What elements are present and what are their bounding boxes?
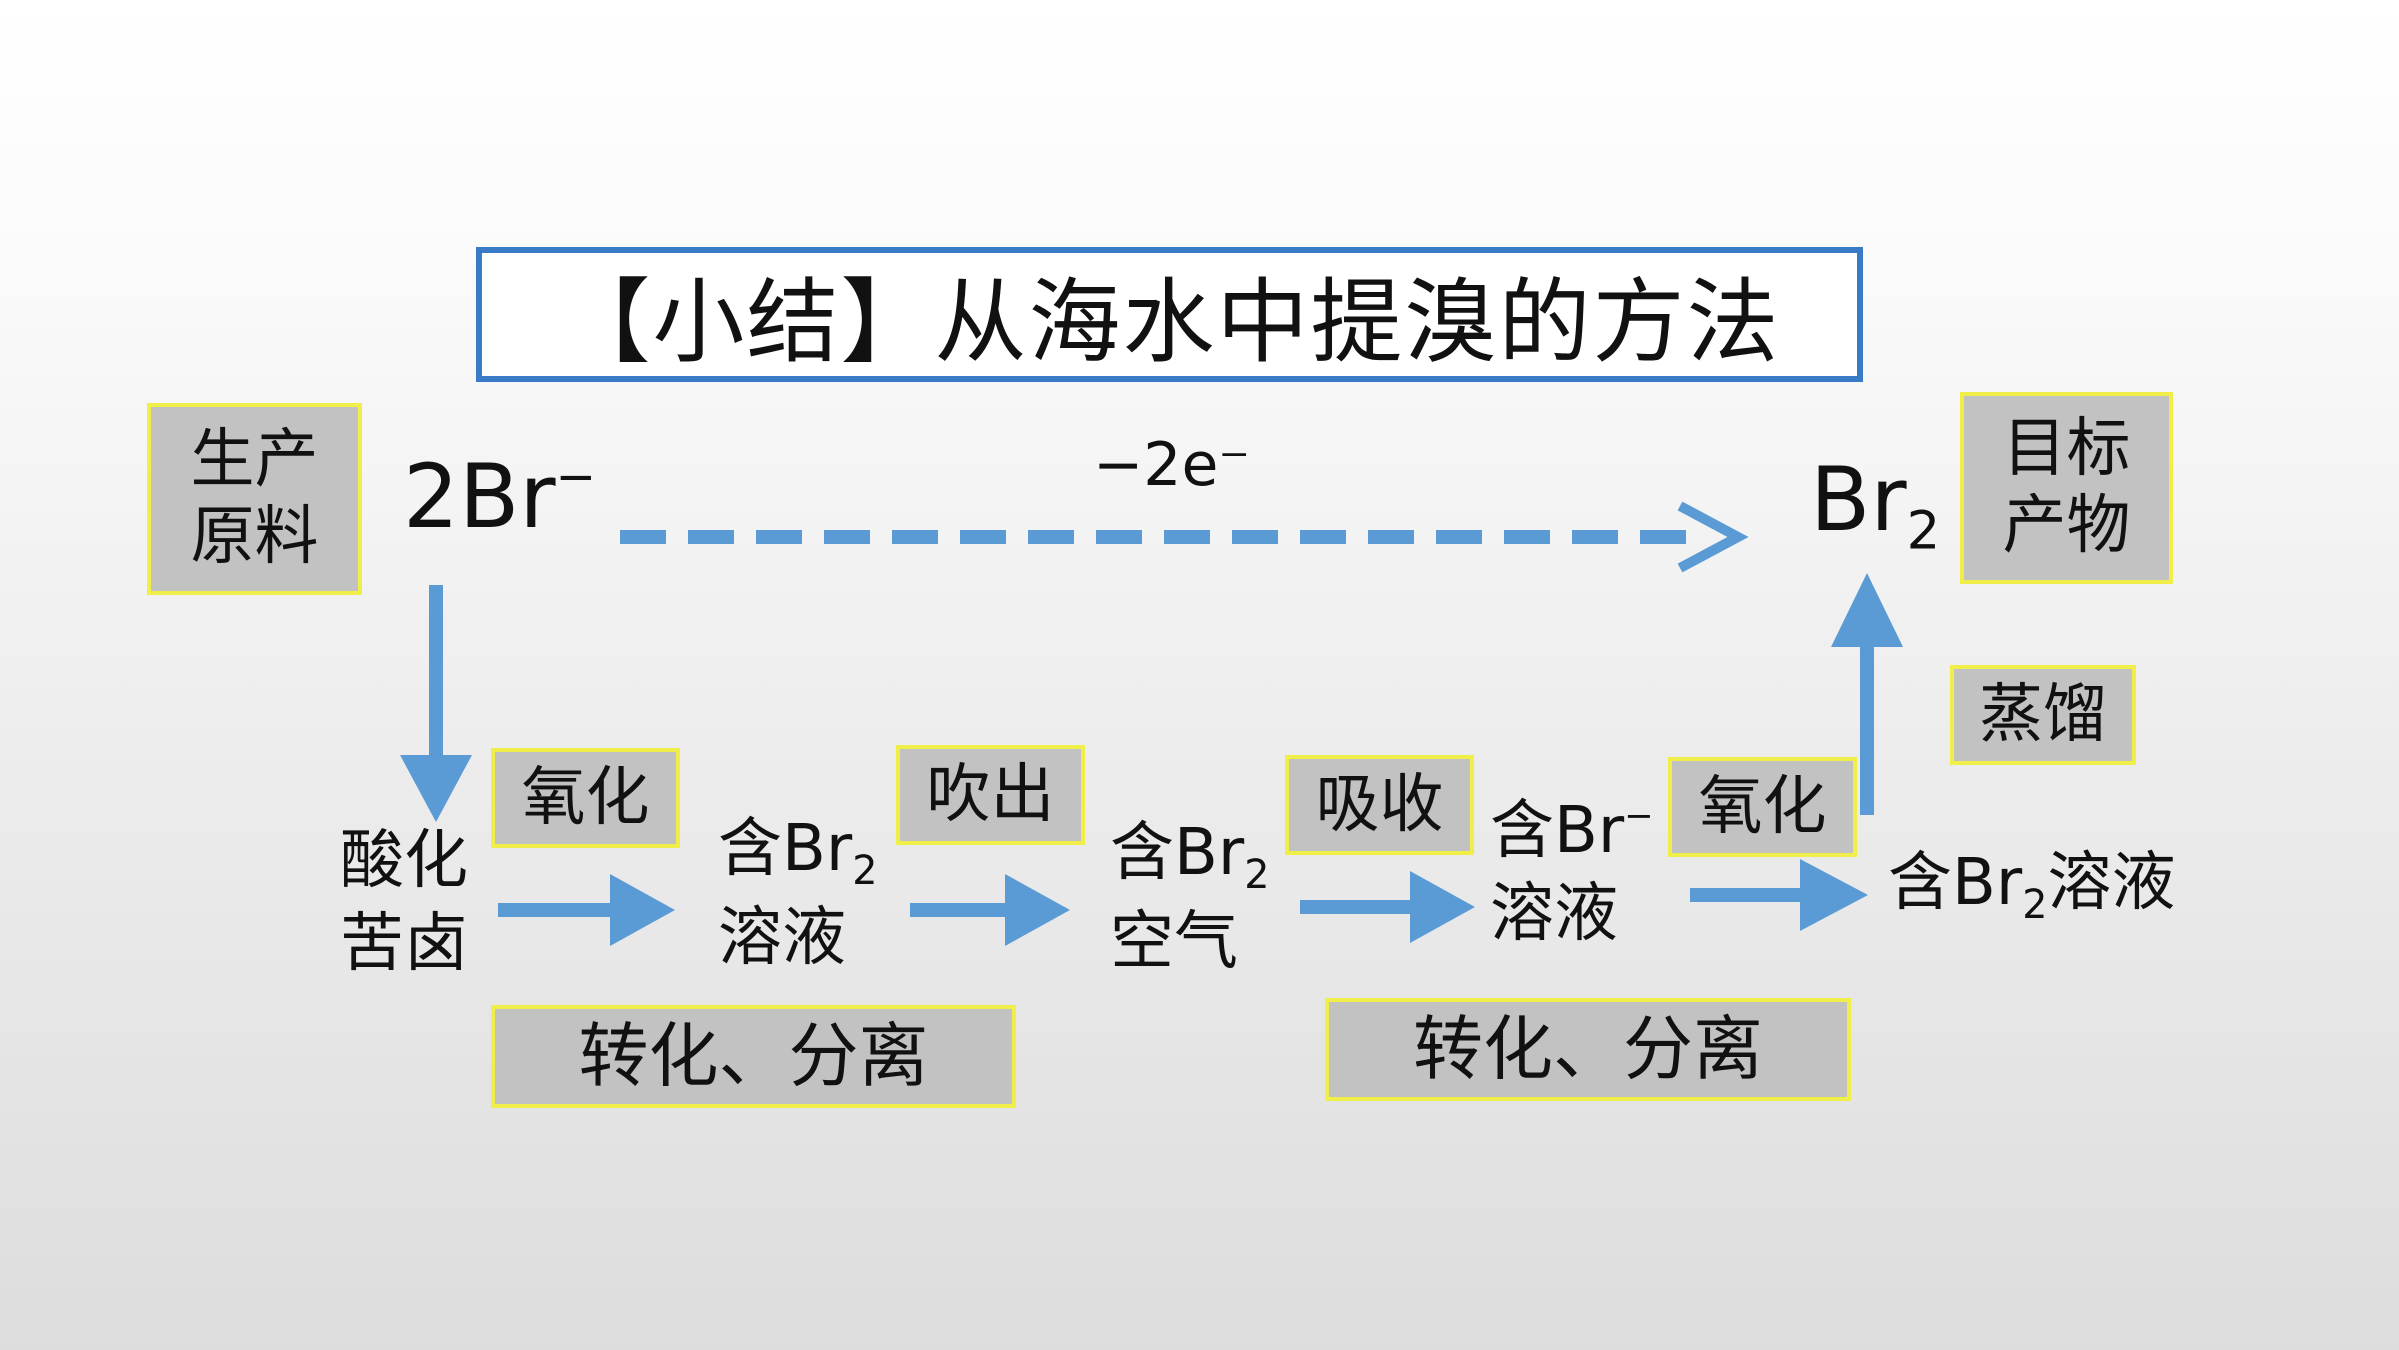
arrow-down: [400, 585, 472, 822]
step-br2-solution: 含Br2 溶液: [718, 812, 878, 976]
target-product-box: 目标 产物: [1960, 392, 2173, 584]
raw-material-line2: 原料: [190, 500, 319, 574]
stage-label-1: 转化、分离: [491, 1005, 1016, 1108]
start-species: 2Br−: [403, 445, 597, 548]
arrow-right-3: [1300, 871, 1475, 943]
op-blow-out-box: 吹出: [896, 745, 1085, 845]
arrow-right-1: [498, 874, 675, 946]
target-product-line1: 目标: [2002, 412, 2131, 487]
arrow-right-4: [1690, 859, 1868, 931]
raw-material-box: 生产 原料: [147, 403, 362, 595]
arrow-right-2: [910, 874, 1070, 946]
electron-change: −2e⁻: [1093, 430, 1251, 500]
dashed-arrow-oxidation: [620, 501, 1749, 573]
op-absorb-box: 吸收: [1285, 755, 1474, 855]
end-species: Br2: [1810, 448, 1941, 562]
raw-material-line1: 生产: [190, 423, 319, 498]
arrow-up: [1831, 573, 1903, 815]
step-br2-solution-final: 含Br2溶液: [1888, 846, 2176, 928]
step-br2-air: 含Br2 空气: [1110, 816, 1270, 980]
target-product-line2: 产物: [2002, 489, 2131, 563]
op-distill-box: 蒸馏: [1950, 665, 2136, 765]
stage-label-2: 转化、分离: [1325, 998, 1851, 1101]
step-br-ion-solution: 含Br− 溶液: [1490, 794, 1654, 952]
op-oxidize-box-1: 氧化: [491, 748, 680, 848]
page-title: 【小结】从海水中提溴的方法: [476, 247, 1863, 382]
step-acidified-brine: 酸化 苦卤: [340, 824, 468, 982]
op-oxidize-box-2: 氧化: [1668, 757, 1857, 857]
